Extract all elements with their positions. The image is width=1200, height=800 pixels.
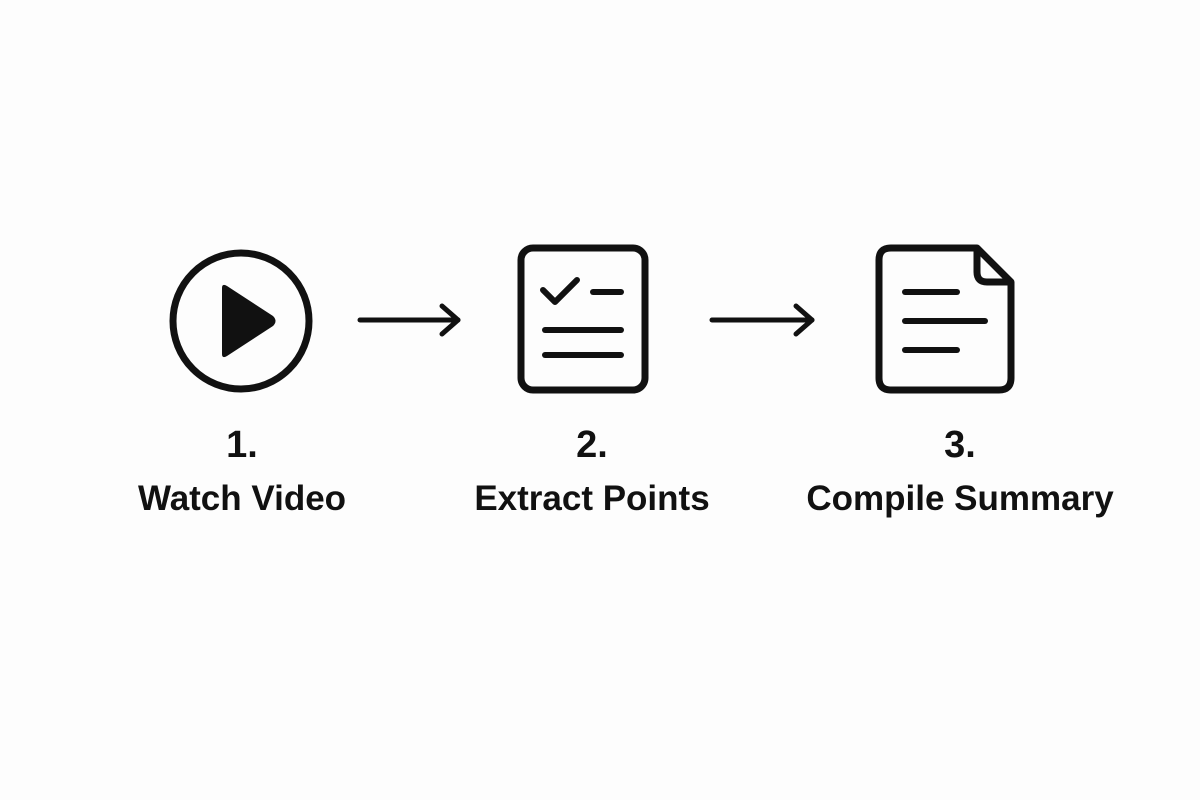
play-circle-icon: [169, 249, 313, 393]
step-number: 1.: [226, 424, 258, 466]
step-title: Compile Summary: [806, 479, 1114, 518]
summary-document-icon: [875, 244, 1015, 394]
arrow-right-icon: [709, 303, 815, 337]
step-number: 3.: [944, 424, 976, 466]
step-number: 2.: [576, 424, 608, 466]
checklist-document-icon: [517, 244, 649, 394]
arrow-right-icon: [357, 303, 461, 337]
step-title: Extract Points: [474, 479, 710, 518]
step-1-label: 1. Watch Video: [92, 425, 392, 519]
step-3-label: 3. Compile Summary: [760, 425, 1160, 519]
step-2-label: 2. Extract Points: [442, 425, 742, 519]
step-title: Watch Video: [137, 479, 347, 518]
